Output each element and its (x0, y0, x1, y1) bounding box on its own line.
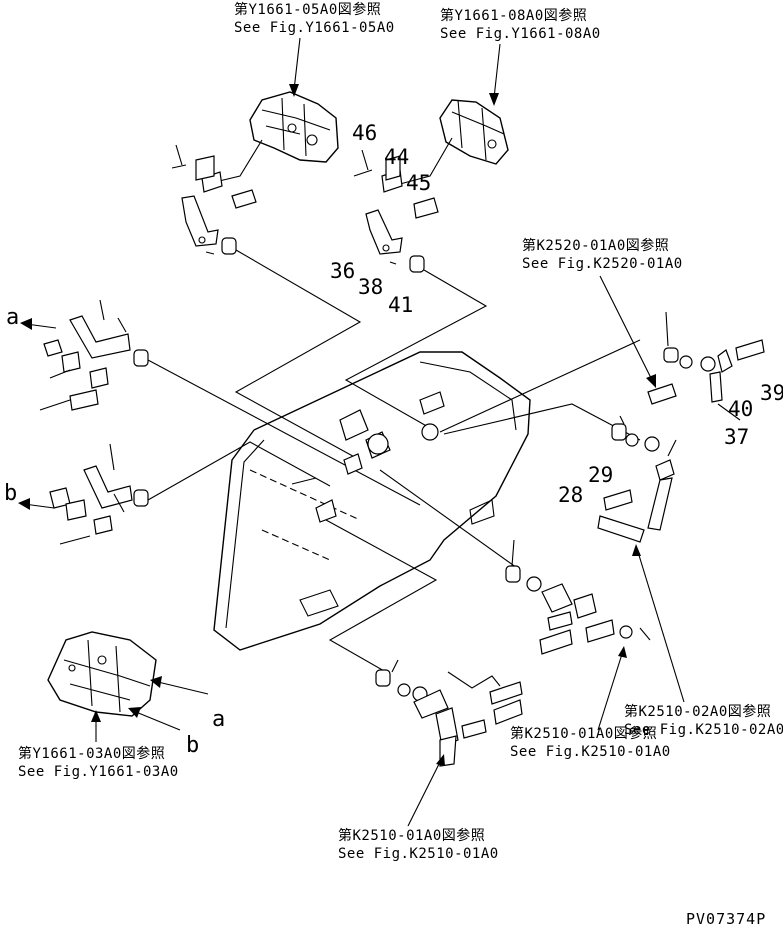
linkage-center-lower (505, 539, 651, 655)
arrow-head-icon (289, 84, 299, 97)
part-number-41: 41 (388, 293, 413, 317)
linkage-right-upper (353, 149, 439, 273)
leader-line (597, 653, 623, 731)
ref-k2520-01a0-en: See Fig.K2520-01A0 (522, 256, 683, 272)
linkage-left-a (39, 299, 421, 506)
leader-line (637, 551, 685, 703)
part-number-29: 29 (588, 463, 613, 487)
arrow-a-left (20, 318, 57, 330)
part-number-40: 40 (728, 397, 753, 421)
ref-k2510-02a0-jp: 第K2510-02A0図参照 (624, 703, 771, 720)
arrow-b-bottom (128, 707, 181, 731)
ref-k2520-01a0-jp: 第K2520-01A0図参照 (522, 237, 669, 254)
part-number-39: 39 (760, 381, 783, 405)
ref-k2510-01a0-bottom[interactable]: 第K2510-01A0図参照 See Fig.K2510-01A0 (338, 754, 499, 862)
linkage-bottom-center (375, 659, 523, 767)
ref-y1661-05a0-jp: 第Y1661-05A0図参照 (234, 1, 381, 18)
leader-line (293, 37, 301, 91)
ref-y1661-03a0-jp: 第Y1661-03A0図参照 (18, 745, 165, 762)
ref-y1661-03a0-en: See Fig.Y1661-03A0 (18, 764, 179, 780)
ref-k2510-01a0-right-en: See Fig.K2510-01A0 (510, 744, 671, 760)
arrow-head-icon (489, 93, 499, 106)
letter-a-bottom: a (212, 707, 225, 732)
leader-line (599, 275, 653, 381)
linkage-left-upper (171, 144, 257, 255)
control-valve-left (214, 91, 339, 183)
ref-k2510-02a0-en: See Fig.K2510-02A0 (624, 722, 783, 738)
arrow-b-left (18, 498, 55, 510)
drawing-code: PV07374P (686, 910, 766, 928)
linkage-left-b (49, 441, 331, 545)
ref-k2510-02a0[interactable]: 第K2510-02A0図参照 See Fig.K2510-02A0 (624, 544, 783, 738)
arrow-head-icon (91, 710, 101, 722)
routing-line (344, 269, 488, 429)
arrow-head-icon (436, 754, 445, 766)
part-number-46: 46 (352, 121, 377, 145)
arrow-head-icon (618, 646, 627, 658)
leader-line (493, 43, 501, 99)
part-number-37: 37 (724, 425, 749, 449)
part-number-44: 44 (384, 145, 409, 169)
part-number-28: 28 (558, 483, 583, 507)
ref-y1661-03a0[interactable]: 第Y1661-03A0図参照 See Fig.Y1661-03A0 (18, 710, 179, 780)
linkage-right-29-28 (597, 415, 677, 543)
arrow-head-icon (632, 544, 641, 556)
main-housing (213, 351, 531, 651)
routing-line (379, 469, 521, 571)
ref-y1661-05a0[interactable]: 第Y1661-05A0図参照 See Fig.Y1661-05A0 (234, 1, 395, 97)
routing-line (234, 249, 362, 461)
letter-b-bottom: b (186, 733, 199, 758)
arrow-head-icon (646, 374, 656, 388)
routing-line (439, 339, 641, 433)
ref-y1661-08a0-en: See Fig.Y1661-08A0 (440, 26, 601, 42)
ref-y1661-05a0-en: See Fig.Y1661-05A0 (234, 20, 395, 36)
linkage-right-39-40-37 (647, 311, 765, 421)
control-valve-right (399, 99, 509, 185)
ref-k2510-01a0-bottom-jp: 第K2510-01A0図参照 (338, 827, 485, 844)
part-number-38: 38 (358, 275, 383, 299)
ref-k2520-01a0[interactable]: 第K2520-01A0図参照 See Fig.K2520-01A0 (522, 237, 683, 388)
control-valve-bottom-left (47, 631, 157, 717)
routing-line (443, 403, 641, 441)
part-number-45: 45 (406, 171, 431, 195)
ref-y1661-08a0-jp: 第Y1661-08A0図参照 (440, 7, 587, 24)
letter-b-left: b (4, 481, 17, 506)
routing-line (325, 519, 438, 673)
letter-a-left: a (6, 305, 19, 330)
ref-k2510-01a0-bottom-en: See Fig.K2510-01A0 (338, 846, 499, 862)
part-number-36: 36 (330, 259, 355, 283)
ref-y1661-08a0[interactable]: 第Y1661-08A0図参照 See Fig.Y1661-08A0 (440, 7, 601, 106)
ref-k2510-01a0-right[interactable]: 第K2510-01A0図参照 See Fig.K2510-01A0 (510, 646, 671, 760)
arrow-a-bottom (150, 676, 209, 695)
ref-k2510-01a0-right-jp: 第K2510-01A0図参照 (510, 725, 657, 742)
leader-line (407, 761, 441, 827)
